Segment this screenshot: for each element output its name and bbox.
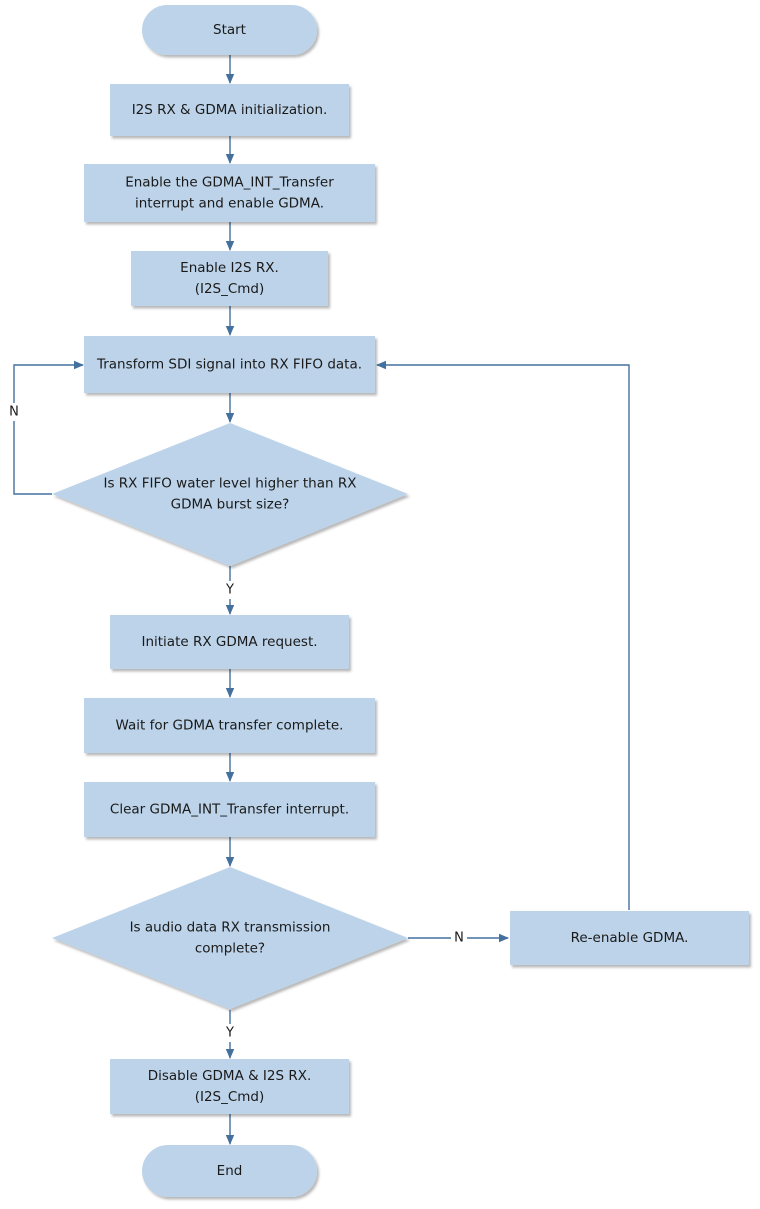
- node-initiate: Initiate RX GDMA request.: [110, 615, 349, 669]
- node-text: Enable the GDMA_INT_Transfer interrupt an…: [125, 175, 334, 212]
- label-bg-level-yes: [222, 581, 238, 599]
- node-text: I2S RX & GDMA initialization.: [132, 102, 328, 118]
- edge-check-level-no-loop: [13, 360, 84, 495]
- label-bg-level-no: [6, 403, 22, 421]
- node-text-line: Initiate RX GDMA request.: [141, 634, 317, 650]
- node-text-line: Is audio data RX transmission: [130, 920, 331, 936]
- node-text-line: Clear GDMA_INT_Transfer interrupt.: [110, 802, 349, 818]
- node-text-line: Transform SDI signal into RX FIFO data.: [96, 357, 362, 373]
- label-bg-done-no: [451, 929, 467, 947]
- process-shape: [84, 782, 375, 837]
- node-text-line: interrupt and enable GDMA.: [135, 196, 324, 212]
- node-text-line: Enable I2S RX.: [180, 260, 279, 276]
- process-shape: [84, 336, 375, 393]
- process-shape: [84, 164, 375, 222]
- node-text-line: (I2S_Cmd): [195, 281, 265, 297]
- node-text: Is audio data RX transmission complete?: [130, 920, 331, 957]
- node-text-line: Is RX FIFO water level higher than RX: [104, 476, 357, 492]
- node-text-line: GDMA burst size?: [171, 497, 290, 513]
- node-text-line: Re-enable GDMA.: [571, 930, 689, 946]
- node-text: Clear GDMA_INT_Transfer interrupt.: [110, 802, 349, 818]
- edge-label-level-no: N: [9, 405, 19, 420]
- node-wait: Wait for GDMA transfer complete.: [84, 698, 375, 753]
- process-shape: [131, 251, 328, 306]
- node-disable: Disable GDMA & I2S RX. (I2S_Cmd): [110, 1059, 349, 1114]
- node-text-line: End: [217, 1163, 243, 1179]
- edge-labels: N Y N Y: [6, 403, 467, 1042]
- node-text: Disable GDMA & I2S RX. (I2S_Cmd): [148, 1068, 312, 1105]
- node-text: Wait for GDMA transfer complete.: [116, 718, 344, 734]
- node-text-line: Start: [213, 22, 246, 38]
- node-end: End: [142, 1145, 317, 1197]
- node-text: End: [217, 1163, 243, 1179]
- process-shape: [84, 698, 375, 753]
- edge-label-done-no: N: [454, 931, 464, 946]
- process-shape: [510, 911, 749, 965]
- terminator-shape: [142, 5, 317, 55]
- node-check-done: Is audio data RX transmission complete?: [52, 867, 408, 1009]
- node-clear: Clear GDMA_INT_Transfer interrupt.: [84, 782, 375, 837]
- decision-shape: [52, 423, 408, 566]
- node-text-line: (I2S_Cmd): [195, 1089, 265, 1105]
- node-start: Start: [142, 5, 317, 55]
- node-text: Initiate RX GDMA request.: [141, 634, 317, 650]
- node-text: Is RX FIFO water level higher than RX GDM…: [104, 476, 357, 513]
- node-text-line: Wait for GDMA transfer complete.: [116, 718, 344, 734]
- node-text: Re-enable GDMA.: [571, 930, 689, 946]
- decision-shape: [52, 867, 408, 1009]
- edge-label-level-yes: Y: [225, 583, 234, 598]
- process-shape: [110, 84, 349, 136]
- node-text-line: complete?: [195, 941, 265, 957]
- node-enable-rx: Enable I2S RX. (I2S_Cmd): [131, 251, 328, 306]
- terminator-shape: [142, 1145, 317, 1197]
- node-text-line: Disable GDMA & I2S RX.: [148, 1068, 312, 1084]
- node-reenable: Re-enable GDMA.: [510, 911, 749, 965]
- node-text: Enable I2S RX. (I2S_Cmd): [180, 260, 279, 297]
- edge-reenable-to-transform: [376, 360, 630, 910]
- node-text: Transform SDI signal into RX FIFO data.: [96, 357, 362, 373]
- node-transform: Transform SDI signal into RX FIFO data.: [84, 336, 375, 393]
- node-text-line: I2S RX & GDMA initialization.: [132, 102, 328, 118]
- process-shape: [110, 615, 349, 669]
- node-init: I2S RX & GDMA initialization.: [110, 84, 349, 136]
- process-shape: [110, 1059, 349, 1114]
- edge-label-done-yes: Y: [225, 1026, 234, 1041]
- node-check-level: Is RX FIFO water level higher than RX GDM…: [52, 423, 408, 566]
- node-text: Start: [213, 22, 246, 38]
- node-enable-int: Enable the GDMA_INT_Transfer interrupt an…: [84, 164, 375, 222]
- label-bg-done-yes: [222, 1024, 238, 1042]
- node-text-line: Enable the GDMA_INT_Transfer: [125, 175, 334, 191]
